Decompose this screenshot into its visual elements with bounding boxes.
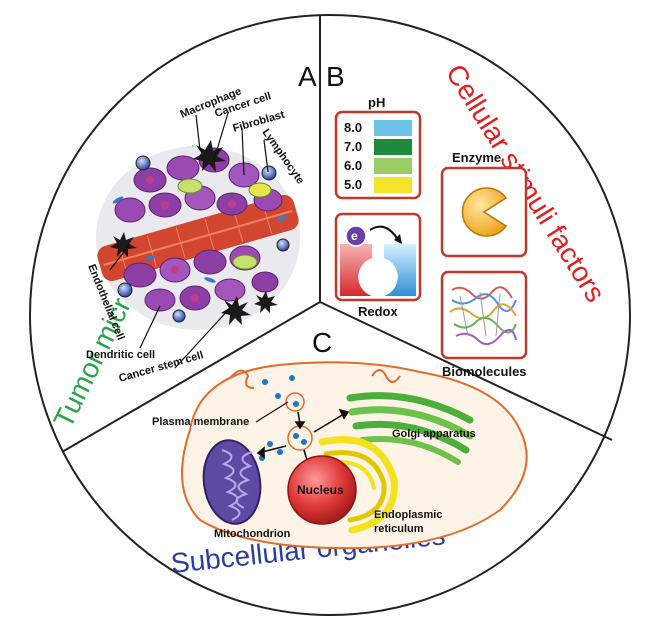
ph-swatch-3 [374,177,412,193]
vesicle-particle-2 [301,439,307,445]
section-letter-b: B [326,61,345,92]
label-golgi-apparatus: Golgi apparatus [392,428,476,440]
fibroblast-cells [177,178,272,270]
lymphocyte-cells [117,155,290,323]
nucleus-icon [287,455,357,525]
redox-arrow-icon [369,225,399,241]
label-mitochondrion: Mitochondrion [214,528,291,540]
section-letter-a: A [298,61,317,92]
ph-value-3: 5.0 [344,177,362,192]
trafficking-arrows [256,408,350,477]
ph-value-2: 6.0 [344,158,362,173]
biomolecules-label: Biomolecules [442,364,527,379]
electron-icon [345,225,367,247]
ph-scale: 8.0 7.0 6.0 5.0 [344,120,412,193]
biomolecules-box [440,270,528,360]
tumor-leader-lines [109,112,269,369]
divider-right [319,301,613,441]
golgi-apparatus-icon [346,392,474,465]
enzyme-label: Enzyme [452,150,501,165]
ph-swatch-1 [374,139,412,155]
ph-title: pH [368,95,385,110]
nucleus-label: Nucleus [297,483,344,497]
redox-red-half-icon [340,244,372,296]
endosome-vesicle [285,392,305,412]
redox-blue-half-icon [384,244,416,296]
redox-arrowhead-icon [394,234,402,244]
electron-label: e [351,229,358,243]
label-plasma-membrane: Plasma membrane [152,416,249,428]
ph-value-0: 8.0 [344,120,362,135]
redox-label: Redox [358,304,399,319]
ph-value-1: 7.0 [344,139,362,154]
section-letter-c: C [312,327,332,358]
mitochondrion-icon [202,439,262,525]
endocytosis-curl-icon [229,369,255,389]
membrane-fold-icon [371,369,401,383]
ph-swatch-2 [374,158,412,174]
protein-structure-icon [449,286,517,346]
divider-left [61,301,321,453]
endothelial-marks [112,196,288,283]
cancer-cells [114,147,283,312]
label-reticulum: reticulum [374,523,424,535]
vesicle-particle [293,433,299,439]
label-endoplasmic: Endoplasmic [374,509,442,521]
tumor-illustration [96,140,300,330]
label-dendritic-cell: Dendritic cell [86,349,155,361]
enzyme-pacman-icon [461,187,508,237]
ph-swatch-0 [374,120,412,136]
plasma-leader-line [255,401,289,423]
dendritic-cells [110,140,278,325]
